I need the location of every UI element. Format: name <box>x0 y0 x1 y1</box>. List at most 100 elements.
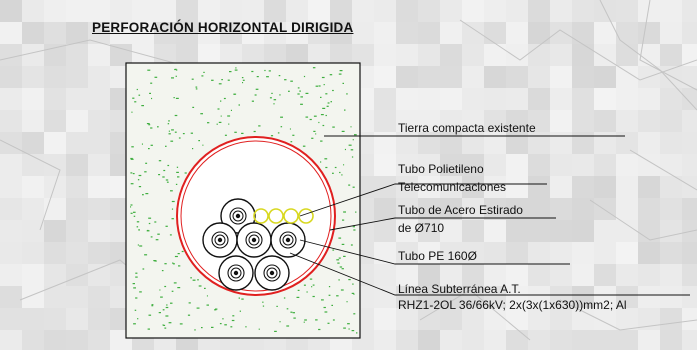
soil-hatch-dot <box>318 328 321 331</box>
soil-hatch-dot <box>341 243 345 245</box>
soil-hatch-dot <box>138 94 141 96</box>
soil-hatch-dot <box>346 93 348 95</box>
soil-hatch-dot <box>293 317 296 319</box>
soil-hatch-dot <box>175 68 177 70</box>
soil-hatch-dot <box>253 130 256 133</box>
soil-hatch-dot <box>348 279 351 281</box>
soil-hatch-dot <box>325 93 328 95</box>
cable-outer <box>263 264 281 282</box>
label-acero-2: de Ø710 <box>398 221 445 235</box>
soil-hatch <box>130 67 358 334</box>
soil-hatch-dot <box>290 141 293 143</box>
soil-hatch-dot <box>271 92 273 94</box>
soil-hatch-dot <box>146 230 150 232</box>
soil-hatch-dot <box>239 310 241 312</box>
soil-hatch-dot <box>176 171 179 173</box>
soil-hatch-dot <box>166 304 168 306</box>
soil-hatch-dot <box>130 206 132 208</box>
soil-hatch-dot <box>341 174 343 176</box>
soil-hatch-dot <box>148 314 152 316</box>
soil-hatch-dot <box>162 324 164 326</box>
cable-insulation <box>214 234 226 246</box>
cable-outer <box>227 264 245 282</box>
soil-hatch-dot <box>151 304 154 306</box>
soil-hatch-dot <box>303 321 305 323</box>
soil-hatch-dot <box>318 121 320 124</box>
soil-hatch-dot <box>173 97 175 99</box>
soil-hatch-dot <box>135 276 138 278</box>
soil-hatch-dot <box>351 292 355 294</box>
cable-insulation <box>230 267 242 279</box>
soil-hatch-dot <box>147 69 151 71</box>
cable-outer <box>279 231 297 249</box>
soil-hatch-dot <box>130 157 133 160</box>
telecom-tube <box>298 208 314 224</box>
soil-hatch-dot <box>179 323 183 325</box>
soil-hatch-dot <box>177 253 180 255</box>
soil-hatch-dot <box>201 75 204 77</box>
soil-hatch-dot <box>352 226 355 228</box>
soil-hatch-dot <box>330 101 332 103</box>
soil-hatch-dot <box>177 287 181 289</box>
soil-hatch-dot <box>296 296 300 298</box>
soil-hatch-dot <box>350 149 354 151</box>
soil-hatch-dot <box>204 287 206 289</box>
soil-hatch-dot <box>338 279 340 281</box>
soil-hatch-dot <box>165 145 167 147</box>
soil-hatch-dot <box>297 289 300 291</box>
soil-hatch-dot <box>211 79 214 81</box>
soil-hatch-dot <box>342 219 345 221</box>
soil-hatch-dot <box>332 319 335 321</box>
soil-hatch-dot <box>197 279 199 281</box>
soil-hatch-dot <box>142 268 145 270</box>
soil-hatch-dot <box>230 326 233 328</box>
soil-hatch-dot <box>170 190 173 192</box>
soil-hatch-dot <box>264 69 266 72</box>
soil-hatch-dot <box>223 97 226 100</box>
soil-hatch-dot <box>329 74 333 76</box>
soil-hatch-dot <box>146 123 150 125</box>
soil-hatch-dot <box>343 211 346 213</box>
soil-hatch-dot <box>262 301 264 303</box>
soil-hatch-dot <box>270 135 274 137</box>
soil-hatch-dot <box>312 295 315 298</box>
soil-hatch-dot <box>167 123 170 125</box>
soil-hatch-dot <box>158 312 161 314</box>
soil-hatch-dot <box>231 319 235 322</box>
page-title: PERFORACIÓN HORIZONTAL DIRIGIDA <box>92 20 354 35</box>
soil-hatch-dot <box>168 322 172 324</box>
soil-hatch-dot <box>162 176 165 178</box>
soil-hatch-dot <box>154 221 157 223</box>
soil-hatch-dot <box>280 126 283 128</box>
soil-hatch-dot <box>233 93 235 95</box>
soil-hatch-dot <box>266 76 269 78</box>
soil-hatch-dot <box>168 120 170 122</box>
soil-hatch-dot <box>217 108 220 110</box>
soil-hatch-dot <box>172 262 174 264</box>
soil-hatch-dot <box>221 79 223 81</box>
soil-hatch-dot <box>351 330 355 332</box>
soil-hatch-dot <box>137 179 140 181</box>
soil-hatch-dot <box>320 96 322 98</box>
cable-insulation <box>266 267 278 279</box>
soil-hatch-dot <box>145 193 149 195</box>
soil-hatch-dot <box>150 82 153 84</box>
label-pe160: Tubo PE 160Ø <box>398 249 477 263</box>
soil-hatch-dot <box>149 92 151 94</box>
label-tubo-pe-1: Tubo Polietileno <box>398 162 484 176</box>
soil-hatch-dot <box>288 90 290 92</box>
soil-hatch-dot <box>171 77 174 79</box>
soil-hatch-dot <box>290 80 293 82</box>
cable-outer <box>211 231 229 249</box>
soil-hatch-dot <box>341 268 344 270</box>
soil-hatch-dot <box>165 225 168 227</box>
soil-hatch-dot <box>334 166 337 169</box>
soil-hatch-dot <box>206 295 208 297</box>
soil-hatch-dot <box>158 174 161 176</box>
soil-hatch-dot <box>164 327 167 329</box>
soil-hatch-dot <box>273 99 277 101</box>
soil-hatch-dot <box>322 107 326 109</box>
soil-hatch-dot <box>171 290 174 292</box>
soil-hatch-dot <box>150 144 153 146</box>
